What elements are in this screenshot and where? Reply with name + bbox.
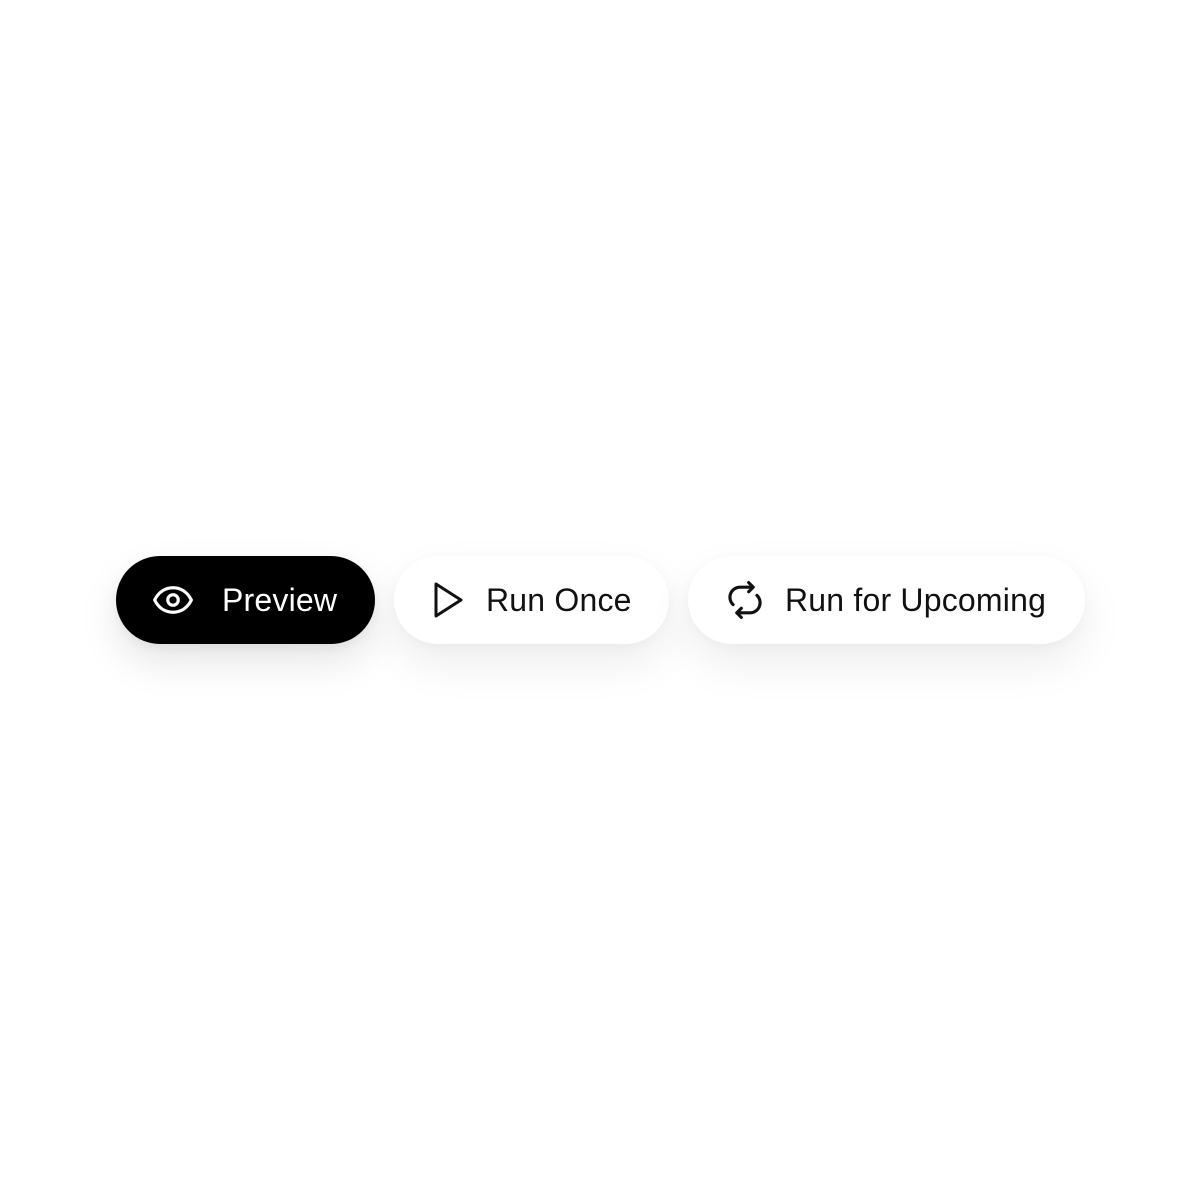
run-for-upcoming-button-label: Run for Upcoming (785, 582, 1047, 618)
play-icon (430, 579, 466, 621)
repeat-icon (723, 578, 767, 622)
preview-button[interactable]: Preview (116, 556, 375, 644)
preview-button-label: Preview (222, 582, 338, 618)
run-once-button[interactable]: Run Once (394, 556, 669, 644)
eye-icon (152, 579, 194, 621)
run-once-button-label: Run Once (486, 582, 632, 618)
run-for-upcoming-button[interactable]: Run for Upcoming (688, 556, 1085, 644)
action-toolbar: Preview Run Once Run for Upcoming (116, 556, 1085, 644)
